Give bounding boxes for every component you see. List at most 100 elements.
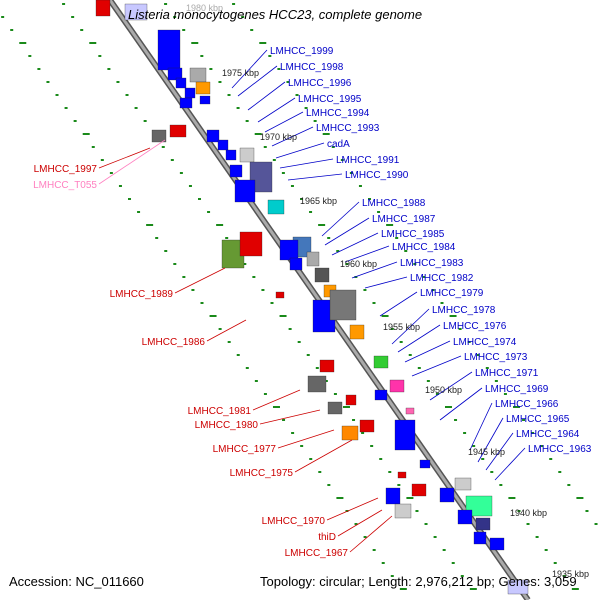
gc-dot (415, 510, 419, 512)
gene-glyph (397, 471, 407, 479)
leader-line (429, 371, 473, 401)
gene-label: LMHCC_1970 (262, 516, 326, 527)
tick-label: 1975 kbp (222, 68, 259, 78)
gc-dot (216, 224, 224, 226)
gc-skew-track (1, 3, 598, 590)
gc-dot (254, 380, 258, 382)
gene-label: LMHCC_1976 (443, 321, 507, 332)
gc-dot (451, 562, 455, 564)
gene-label: LMHCC_1973 (464, 352, 528, 363)
leader-line (344, 245, 390, 263)
gc-dot (336, 250, 340, 252)
leader-line (247, 81, 286, 111)
gc-dot (345, 263, 349, 265)
gc-dot (227, 94, 231, 96)
leader-line (294, 439, 353, 473)
gene-glyph (385, 487, 401, 505)
gc-dot (499, 484, 503, 486)
gc-dot (1, 16, 5, 18)
leader-line (275, 142, 325, 159)
leader-line (271, 126, 314, 147)
gene-glyph (373, 355, 389, 369)
gc-dot (306, 354, 310, 356)
gc-dot (188, 185, 192, 187)
gc-dot (100, 159, 104, 161)
gc-dot (444, 406, 452, 408)
gc-dot (270, 302, 274, 304)
leader-line (98, 147, 151, 169)
gene-glyph (394, 503, 412, 519)
gc-dot (440, 302, 444, 304)
gc-dot (263, 146, 267, 148)
gc-dot (413, 263, 417, 265)
gene-label: LMHCC_1963 (528, 444, 592, 455)
gc-dot (146, 224, 154, 226)
gc-dot (558, 471, 562, 473)
gene-glyph (306, 251, 320, 267)
gc-dot (155, 237, 159, 239)
gc-dot (170, 159, 174, 161)
gene-label: LMHCC_1981 (188, 406, 252, 417)
gc-dot (540, 445, 544, 447)
label-leader-lines (98, 49, 526, 553)
gc-dot (268, 55, 272, 57)
gc-dot (288, 328, 292, 330)
gene-glyph (307, 375, 327, 393)
gc-dot (361, 432, 365, 434)
gc-dot (313, 120, 317, 122)
gc-dot (390, 328, 394, 330)
gc-dot (363, 536, 367, 538)
gene-glyph (439, 487, 455, 503)
gene-glyph (157, 29, 181, 71)
gene-glyph (405, 407, 415, 415)
gene-glyph (419, 459, 431, 469)
gc-dot (390, 575, 394, 577)
gc-dot (259, 42, 267, 44)
gc-dot (567, 484, 571, 486)
leader-line (404, 340, 451, 363)
gc-dot (333, 393, 337, 395)
gc-dot (381, 562, 385, 564)
gc-dot (137, 211, 141, 213)
gc-dot (494, 380, 498, 382)
gc-dot (300, 445, 304, 447)
gc-dot (395, 237, 399, 239)
gene-glyph (124, 3, 148, 21)
leader-line (174, 267, 226, 294)
gc-dot (368, 198, 372, 200)
gc-dot (241, 16, 245, 18)
gc-dot (261, 289, 265, 291)
gc-dot (381, 315, 389, 317)
gc-dot (173, 16, 177, 18)
gene-glyph (184, 87, 196, 99)
gc-dot (134, 107, 138, 109)
gc-dot (272, 406, 280, 408)
gc-dot (318, 471, 322, 473)
leader-line (321, 201, 360, 237)
gc-dot (232, 3, 236, 5)
tick-label: 1955 kbp (383, 322, 420, 332)
tick-label: 1940 kbp (510, 508, 547, 518)
tick-label: 1965 kbp (300, 196, 337, 206)
gc-dot (277, 68, 281, 70)
gene-label: LMHCC_1978 (432, 305, 496, 316)
leader-line (351, 261, 398, 279)
gene-glyph (199, 95, 211, 105)
gc-dot (472, 445, 476, 447)
gc-dot (422, 276, 426, 278)
gc-dot (349, 172, 353, 174)
leader-line (326, 497, 379, 521)
gene-label: LMHCC_1964 (516, 429, 580, 440)
gene-glyph (289, 257, 303, 271)
gc-dot (379, 458, 383, 460)
gene-glyph (374, 389, 388, 401)
gc-dot (526, 523, 530, 525)
gc-dot (116, 81, 120, 83)
gene-glyph (319, 359, 335, 373)
gc-dot (490, 471, 494, 473)
gc-dot (399, 341, 403, 343)
gc-dot (200, 55, 204, 57)
gc-dot (553, 562, 557, 564)
gc-dot (191, 42, 199, 44)
gene-labels: LMHCC_1999LMHCC_1998LMHCC_1996LMHCC_1995… (33, 46, 592, 559)
